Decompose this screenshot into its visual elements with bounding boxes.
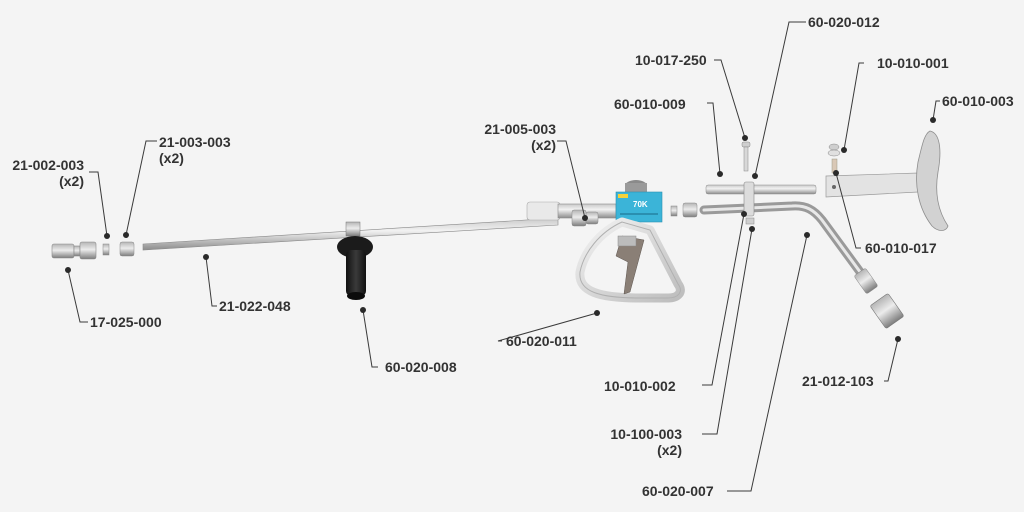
part-label-60-020-012: 60-020-012 (808, 14, 880, 30)
part-qty: (x2) (657, 442, 682, 458)
part-pump-cylinder (526, 201, 617, 221)
part-qty: (x2) (531, 137, 556, 153)
part-60-010-009-rod (705, 184, 817, 195)
part-label-21-012-103: 21-012-103 (802, 373, 874, 389)
part-number: 21-005-003 (484, 121, 556, 137)
part-10-010-001-nut-washer (827, 143, 841, 157)
gauge-label: 70K (633, 200, 648, 209)
part-10-017-250-screw (741, 141, 751, 172)
part-number: 60-010-003 (942, 93, 1014, 109)
part-number: 21-022-048 (219, 298, 291, 314)
part-label-60-020-011: 60-020-011 (506, 333, 577, 349)
part-label-10-017-250: 10-017-250 (635, 52, 707, 68)
part-number: 17-025-000 (90, 314, 162, 330)
part-number: 10-010-001 (877, 55, 949, 71)
part-label-10-010-001: 10-010-001 (877, 55, 949, 71)
part-label-21-003-003: 21-003-003 (x2) (159, 134, 231, 166)
part-21-005-003-fitting (571, 209, 599, 227)
part-21-012-103-coupling (854, 268, 904, 329)
part-label-60-020-007: 60-020-007 (642, 483, 714, 499)
part-label-10-100-003: 10-100-003 (x2) (602, 426, 682, 458)
part-label-60-010-017: 60-010-017 (865, 240, 937, 256)
leader-dots (65, 117, 936, 342)
part-number: 60-020-011 (506, 333, 577, 349)
part-number: 21-002-003 (12, 157, 84, 173)
part-label-60-020-008: 60-020-008 (385, 359, 457, 375)
leader-lines (67, 21, 940, 492)
part-number: 60-020-008 (385, 359, 457, 375)
part-label-60-010-003: 60-010-003 (942, 93, 1014, 109)
part-number: 60-010-009 (614, 96, 686, 112)
part-60-020-012-clamp (743, 181, 755, 217)
part-label-21-002-003: 21-002-003 (x2) (4, 157, 84, 189)
part-number: 21-003-003 (159, 134, 231, 150)
part-60-020-011-gun-body: 70K (575, 180, 685, 303)
part-label-17-025-000: 17-025-000 (90, 314, 162, 330)
part-qty: (x2) (159, 150, 184, 166)
part-21-003-003-nut (119, 241, 135, 257)
part-21-002-003-sleeve (102, 243, 110, 256)
part-sleeve-right (670, 205, 678, 217)
part-number: 10-010-002 (604, 378, 676, 394)
part-number: 60-020-007 (642, 483, 714, 499)
part-60-010-003-stock (825, 130, 949, 231)
part-number: 21-012-103 (802, 373, 874, 389)
part-number: 10-017-250 (635, 52, 707, 68)
part-qty: (x2) (59, 173, 84, 189)
part-60-020-007-bent-tube (699, 201, 871, 285)
part-10-100-003-nut (745, 217, 755, 225)
part-label-10-010-002: 10-010-002 (604, 378, 676, 394)
part-label-21-005-003: 21-005-003 (x2) (474, 121, 556, 153)
part-nut-right (682, 202, 698, 218)
part-17-025-000-fitting (51, 241, 97, 260)
part-label-21-022-048: 21-022-048 (219, 298, 291, 314)
part-60-020-008-grip (337, 221, 373, 300)
part-number: 60-010-017 (865, 240, 937, 256)
part-number: 10-100-003 (610, 426, 682, 442)
part-label-60-010-009: 60-010-009 (614, 96, 686, 112)
part-number: 60-020-012 (808, 14, 880, 30)
